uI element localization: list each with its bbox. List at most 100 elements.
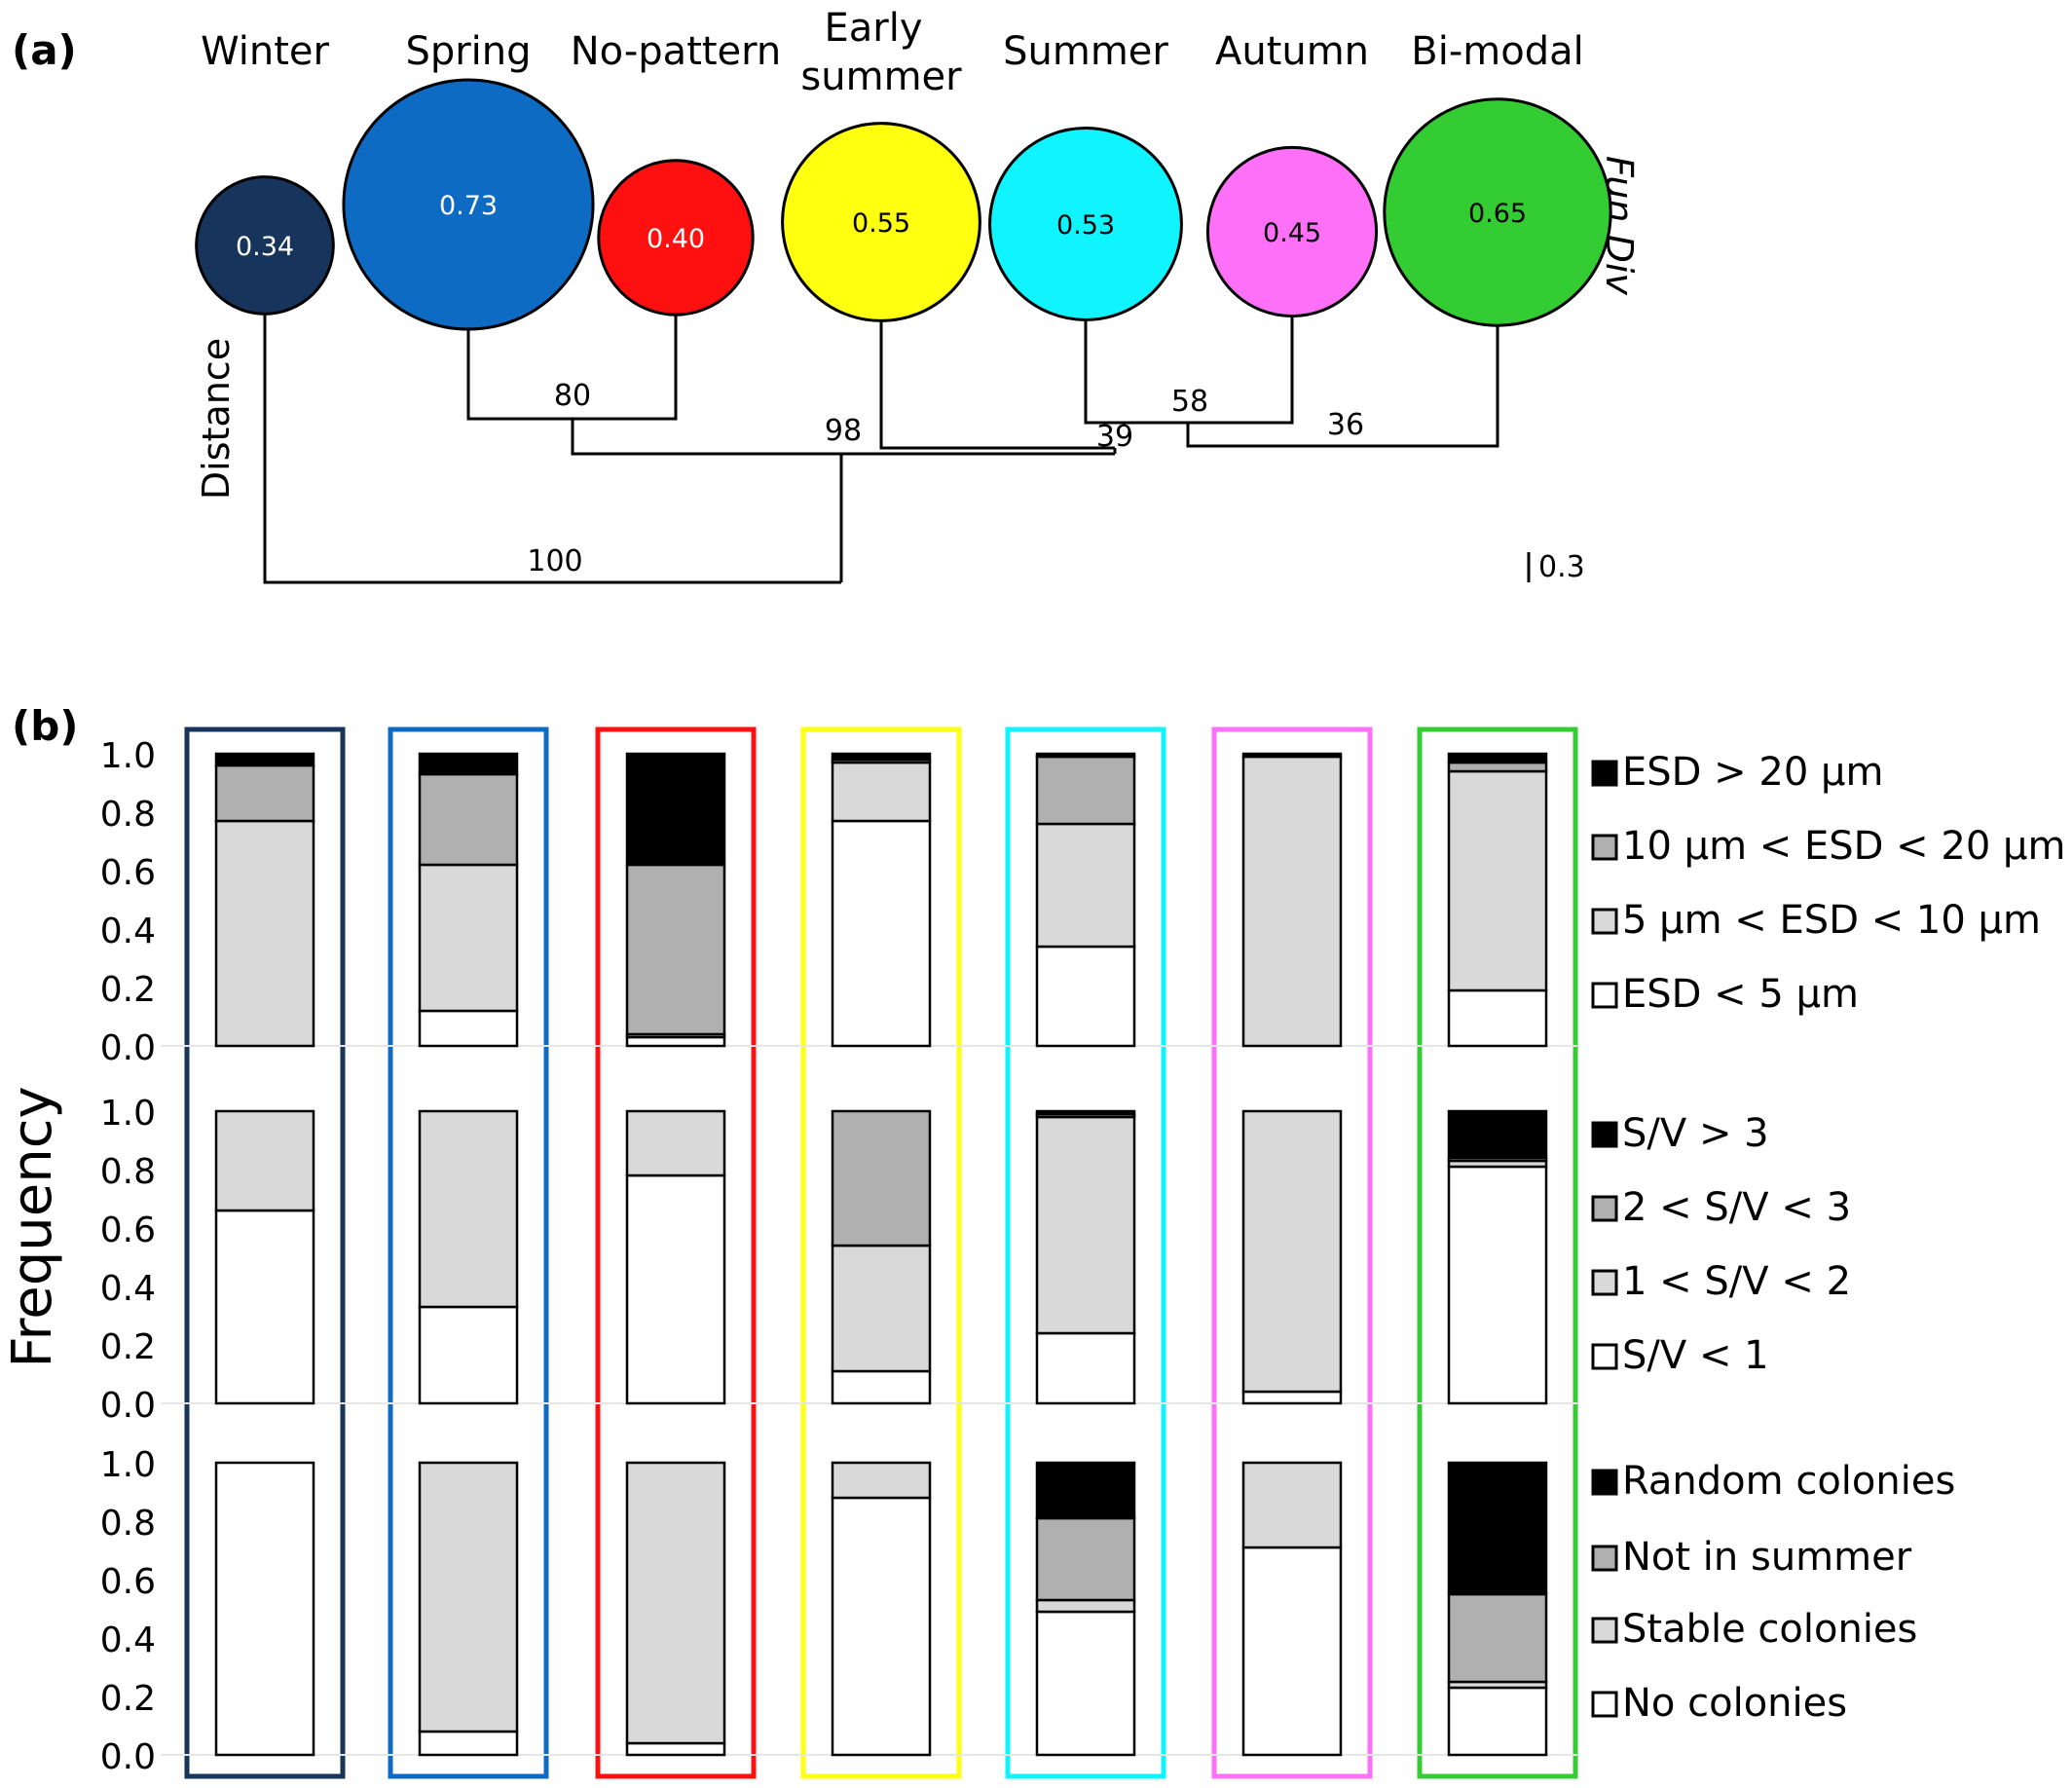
group-title: Winter [201,29,329,74]
legend-swatch [1591,1343,1618,1370]
bar-segment [1447,1592,1548,1684]
panel-a-label: (a) [12,26,77,74]
bar-segment [418,1109,519,1309]
distance-axis-label: Distance [195,338,238,500]
bar-segment [214,1461,315,1757]
legend-swatch [1591,1121,1618,1148]
bar-segment [1447,988,1548,1048]
y-tick-label: 0.8 [100,1504,156,1544]
bar-segment [625,1461,726,1745]
bar-segment [1241,1546,1343,1757]
fun-div-value: 0.65 [1468,199,1527,229]
bar-segment [831,752,932,762]
bar-segment [625,1035,726,1048]
bar-segment [1241,1109,1343,1394]
bar-segment [1447,769,1548,992]
fun-div-value: 0.34 [236,232,294,262]
legend-swatch [1591,1545,1618,1572]
fun-div-circle [988,127,1183,321]
group-title: No-pattern [571,29,782,74]
bar-segment [1035,1109,1136,1116]
bar-segment [625,1741,726,1757]
legend-swatch [1591,1617,1618,1644]
legend-label: S/V < 1 [1622,1333,1769,1378]
fun-div-circle [195,175,335,316]
legend-swatch [1591,760,1618,787]
legend-swatch [1591,982,1618,1009]
legend-swatch [1591,908,1618,935]
legend-label: No colonies [1622,1681,1847,1726]
fun-div-value: 0.40 [647,224,705,254]
y-tick-label: 0.6 [100,1562,156,1602]
y-tick-label: 1.0 [100,1445,156,1485]
bar-segment [1035,822,1136,949]
bootstrap-label: 80 [554,379,591,413]
legend-label: 1 < S/V < 2 [1622,1259,1851,1304]
dendrogram [263,279,1499,584]
bar-segment [831,1461,932,1500]
bootstrap-label: 100 [527,544,582,578]
bar-segment [1447,761,1548,773]
bar-segment [1241,1390,1343,1405]
bar-segment [831,1244,932,1373]
bar-segment [1447,1461,1548,1596]
bar-segment [831,819,932,1048]
legend-swatch [1591,1469,1618,1496]
bar-segment [1035,755,1136,826]
bar-segment [418,1730,519,1757]
fun-div-circle [1205,145,1379,318]
legend-label: ESD < 5 µm [1622,972,1859,1017]
group-frame [388,726,549,1779]
bar-segment [1035,1610,1136,1757]
y-tick-label: 0.4 [100,1620,156,1660]
group-frame [184,726,346,1779]
fun-div-value: 0.53 [1056,210,1115,241]
bar-segment [831,761,932,823]
bar-segment [1241,1461,1343,1549]
bar-segment [418,1461,519,1733]
legend-swatch [1591,1691,1618,1718]
group-frame [1211,726,1373,1779]
y-tick-label: 0.0 [100,1386,156,1426]
legend-label: S/V > 3 [1622,1111,1769,1156]
group-title: summer [800,55,962,99]
bar-segment [418,772,519,867]
group-frame [595,726,757,1779]
group-title: Spring [405,29,531,74]
branch-39 [879,282,1115,450]
fun-div-circle [342,78,595,331]
y-tick-label: 0.4 [100,1269,156,1309]
bar-segment [214,1109,315,1212]
bar-segment [418,752,519,776]
fun-div-circle [781,122,981,322]
bar-segment [1447,1165,1548,1405]
bar-segment [1447,1109,1548,1160]
bar-segment [214,752,315,767]
y-tick-label: 0.6 [100,1211,156,1250]
legend-label: 10 µm < ESD < 20 µm [1622,824,2065,869]
branch-98 [571,419,1115,456]
bar-segment [1241,752,1343,759]
y-tick-label: 1.0 [100,1094,156,1134]
y-tick-label: 0.0 [100,1737,156,1777]
group-frame [800,726,962,1779]
legend-swatch [1591,1195,1618,1222]
legend-label: ESD > 20 µm [1622,750,1883,795]
bar-segment [214,1209,315,1405]
fun-div-value: 0.45 [1263,218,1321,248]
group-title: Summer [1003,29,1168,74]
group-frame [1005,726,1166,1779]
bar-segment [1035,1115,1136,1335]
bar-segment [1035,1461,1136,1520]
y-tick-label: 0.8 [100,795,156,835]
y-tick-label: 1.0 [100,736,156,776]
bar-segment [831,1496,932,1757]
bar-segment [418,1305,519,1405]
y-tick-label: 0.4 [100,912,156,951]
fun-div-value: 0.55 [852,208,910,239]
bar-segment [214,764,315,823]
